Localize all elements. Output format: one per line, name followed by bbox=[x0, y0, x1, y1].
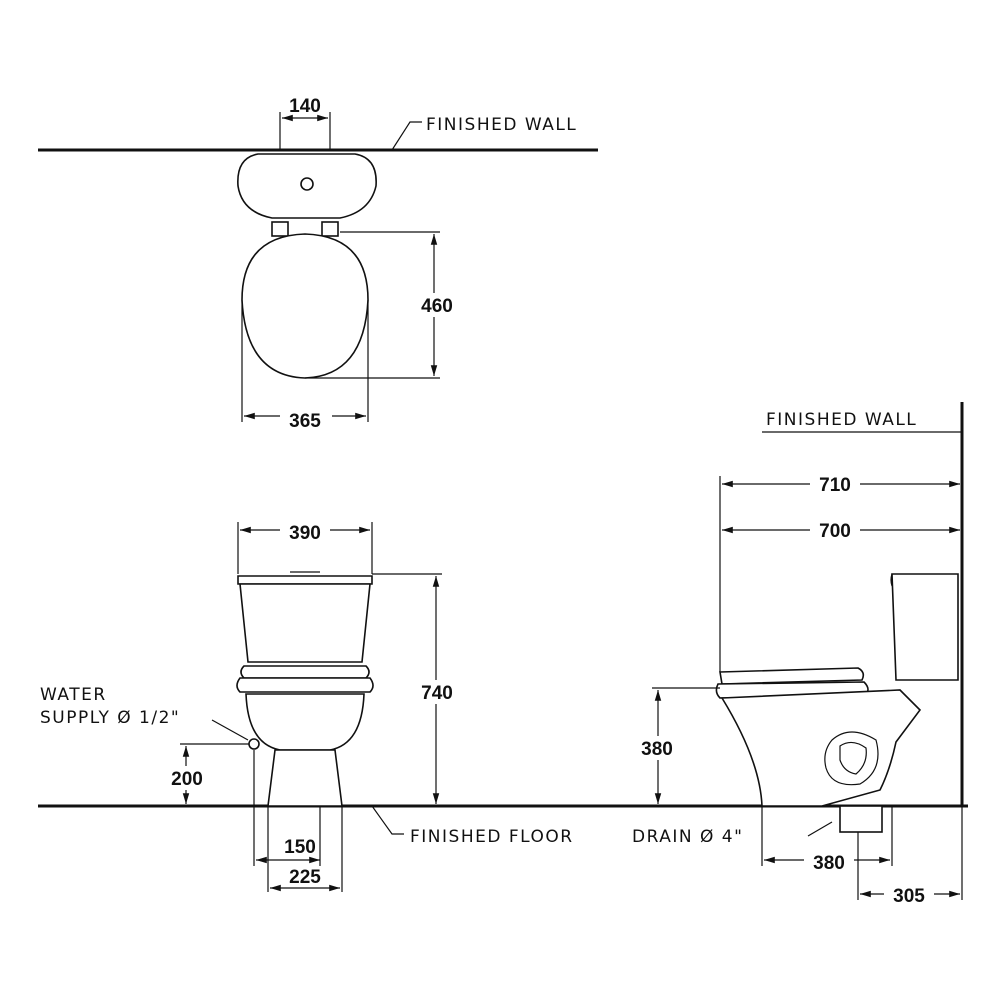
bowl-front bbox=[245, 693, 365, 751]
pedestal-front bbox=[267, 749, 343, 807]
tank-side-outline bbox=[891, 573, 959, 681]
dim-380-drain: 380 bbox=[813, 853, 845, 874]
water-supply-label-1: WATER bbox=[40, 685, 107, 705]
tank-top-outline bbox=[237, 153, 377, 219]
seat-outline-top bbox=[241, 233, 369, 379]
tank-front-outline bbox=[237, 575, 373, 585]
dim-365: 365 bbox=[289, 411, 321, 432]
dim-225: 225 bbox=[289, 867, 321, 888]
front-view: WATER SUPPLY Ø 1/2" 390 740 200 150 225 bbox=[40, 520, 460, 892]
water-supply-label-2: SUPPLY Ø 1/2" bbox=[40, 708, 180, 728]
dim-140: 140 bbox=[289, 96, 321, 117]
dim-150: 150 bbox=[284, 837, 316, 858]
seat-front bbox=[240, 665, 370, 679]
dim-200: 200 bbox=[171, 769, 203, 790]
finished-floor-leader bbox=[371, 805, 404, 835]
dim-700: 700 bbox=[819, 521, 851, 542]
drain-label: DRAIN Ø 4" bbox=[632, 827, 743, 847]
finished-wall-label-top: FINISHED WALL bbox=[426, 115, 577, 135]
water-supply-valve bbox=[248, 738, 260, 750]
flush-button-top bbox=[300, 177, 314, 191]
dim-740: 740 bbox=[421, 683, 453, 704]
finished-wall-label-side: FINISHED WALL bbox=[766, 410, 917, 430]
seat-hinge-left bbox=[271, 221, 289, 237]
finished-floor-label: FINISHED FLOOR bbox=[410, 827, 574, 847]
finished-wall-leader-top bbox=[391, 121, 422, 151]
seat-hinge-right bbox=[321, 221, 339, 237]
top-view: FINISHED WALL 140 460 365 bbox=[38, 96, 598, 432]
dim-710: 710 bbox=[819, 475, 851, 496]
side-view: FINISHED WALL DRAIN Ø 4" 710 700 380 bbox=[632, 402, 964, 908]
seat-side bbox=[719, 667, 865, 685]
dim-305: 305 bbox=[893, 886, 925, 907]
bowl-side bbox=[720, 689, 922, 807]
drain-pipe bbox=[839, 805, 883, 833]
dim-460: 460 bbox=[421, 296, 453, 317]
dim-380-height: 380 bbox=[641, 739, 673, 760]
dim-390: 390 bbox=[289, 523, 321, 544]
